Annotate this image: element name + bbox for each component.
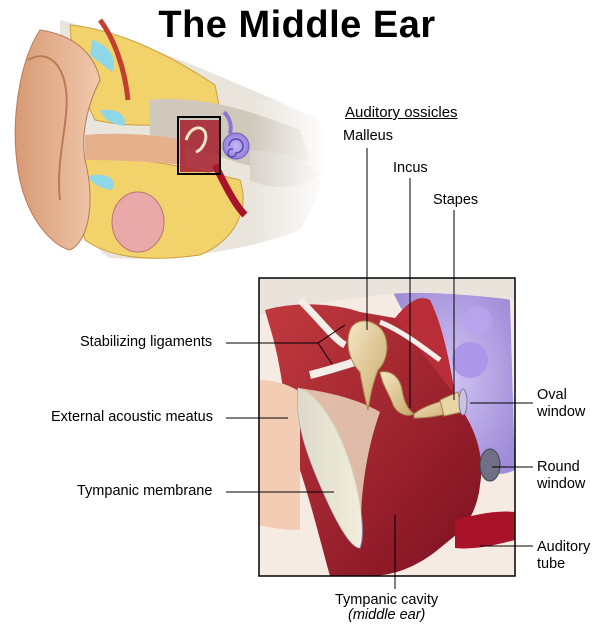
ear-overview-illustration bbox=[15, 20, 330, 270]
oval-window-label-line2: window bbox=[537, 404, 585, 421]
tympanic-membrane-label: Tympanic membrane bbox=[77, 483, 212, 500]
tympanic-cavity-label-line2: (middle ear) bbox=[348, 607, 425, 624]
oval-window-label-line1: Oval bbox=[537, 387, 567, 404]
stabilizing-ligaments-label: Stabilizing ligaments bbox=[80, 334, 212, 351]
external-acoustic-meatus-label: External acoustic meatus bbox=[51, 409, 213, 426]
auditory-tube-label-line1: Auditory bbox=[537, 539, 590, 556]
auditory-tube-label-line2: tube bbox=[537, 556, 565, 573]
auditory-ossicles-label: Auditory ossicles bbox=[345, 104, 458, 121]
malleus-label: Malleus bbox=[343, 128, 393, 145]
round-window-label-line1: Round bbox=[537, 459, 580, 476]
round-window-label-line2: window bbox=[537, 476, 585, 493]
incus-label: Incus bbox=[393, 160, 428, 177]
middle-ear-detail bbox=[259, 278, 515, 576]
stapes-label: Stapes bbox=[433, 192, 478, 209]
